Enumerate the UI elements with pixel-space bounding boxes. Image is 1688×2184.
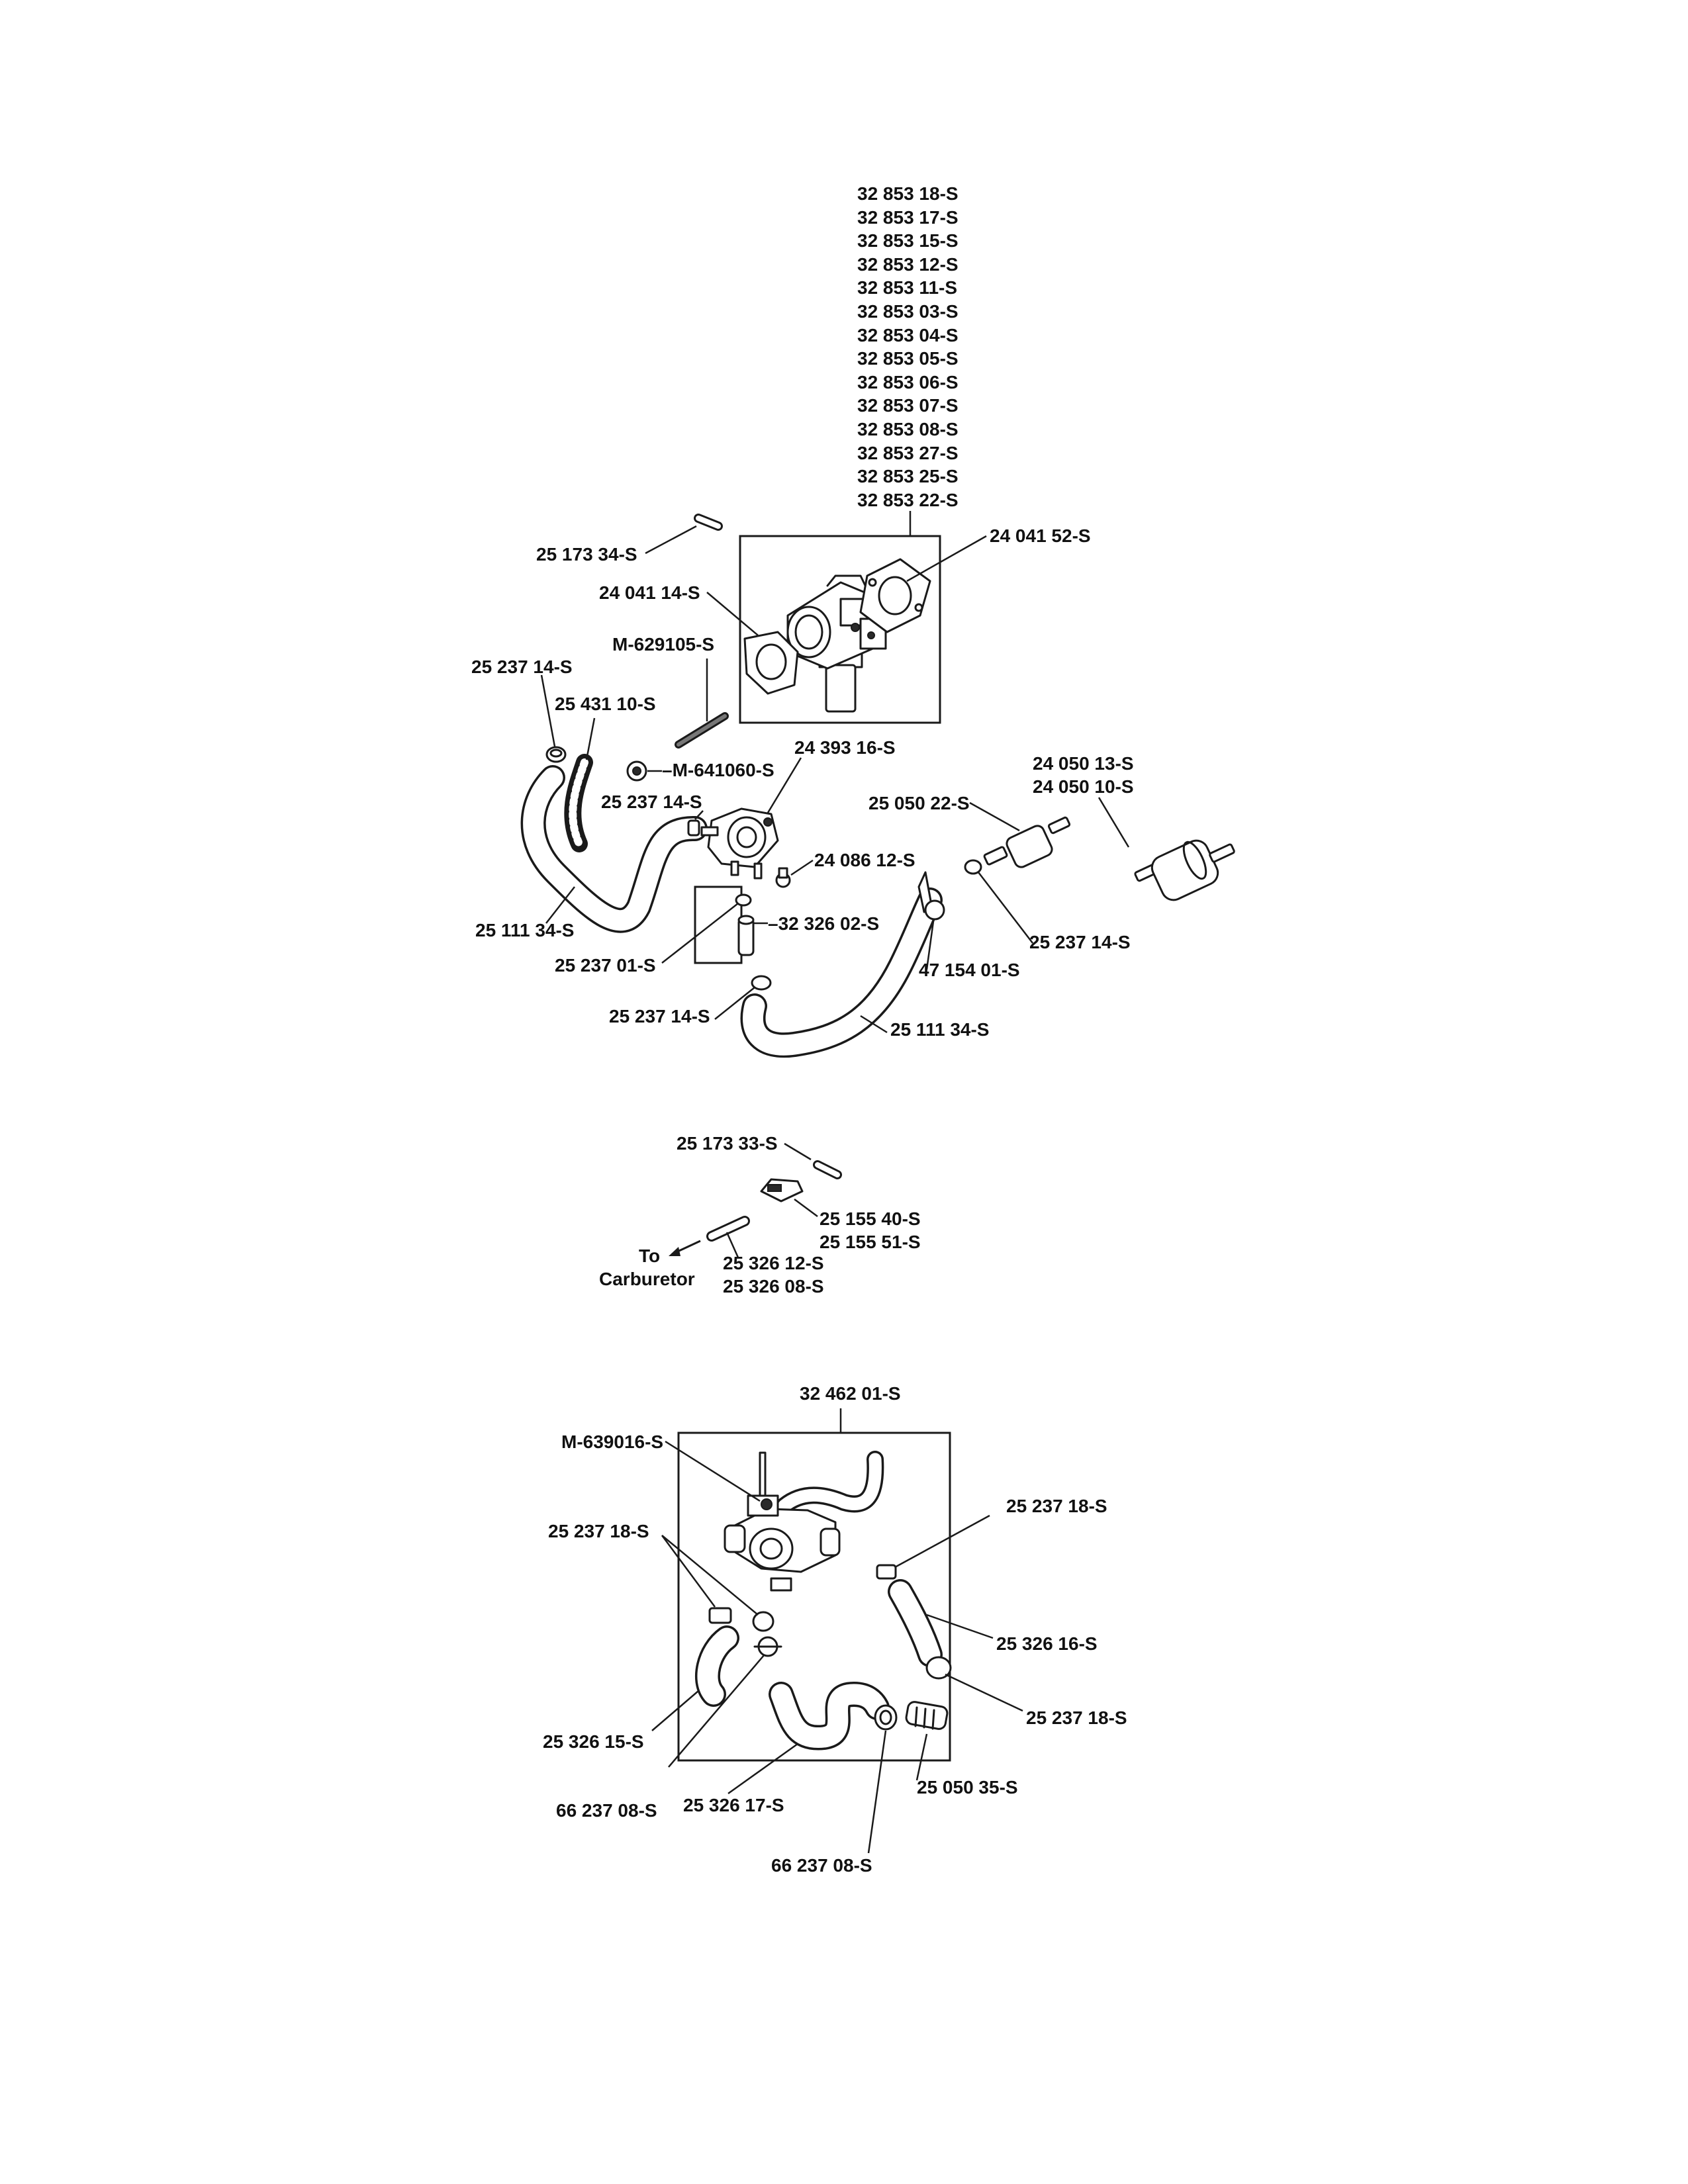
- clamp-top-left: [545, 746, 567, 763]
- carburetor-part-number: 32 853 11-S: [857, 277, 958, 298]
- clamp-small: [735, 893, 752, 907]
- carburetor-part-number: 32 853 08-S: [857, 418, 959, 439]
- clamp-pump: [687, 819, 700, 837]
- carburetor-part-list: 32 853 18-S 32 853 17-S 32 853 15-S 32 8…: [857, 182, 959, 512]
- clamp-right-bottom: [925, 1656, 952, 1680]
- carburetor-part-number: 32 853 27-S: [857, 442, 959, 463]
- label-clamp-bottom: 25 237 14-S: [609, 1006, 710, 1026]
- label-clamp-top-left: 25 237 14-S: [471, 657, 573, 677]
- label-clamp-bottom-valve: 66 237 08-S: [771, 1855, 872, 1876]
- fuel-valve-assembly: [651, 1408, 1023, 1854]
- label-filter-alt-1: 24 050 13-S: [1033, 753, 1134, 774]
- carburetor-part-number: 32 853 15-S: [857, 230, 959, 251]
- fuel-pump: [700, 807, 779, 880]
- nut: [626, 760, 647, 782]
- label-stud: M-629105-S: [612, 634, 715, 655]
- hose-middle: [769, 1682, 890, 1751]
- carburetor-part-number: 32 853 17-S: [857, 206, 959, 228]
- carburetor-part-number: 32 853 12-S: [857, 253, 959, 275]
- carburetor-part-number: 32 853 03-S: [857, 300, 959, 322]
- label-fitting: 24 086 12-S: [814, 850, 915, 870]
- spring-hose: [564, 754, 593, 852]
- label-vent-valve-2: 25 155 51-S: [820, 1232, 921, 1252]
- label-nut: –M-641060-S: [662, 760, 774, 780]
- vent-pin-2: [813, 1160, 842, 1179]
- label-vent-pin: 25 173 34-S: [536, 544, 637, 565]
- bracket: [917, 871, 945, 921]
- label-carburetor: Carburetor: [599, 1269, 695, 1289]
- label-nut-text: M-641060-S: [672, 760, 774, 780]
- label-vent-pin-2: 25 173 33-S: [677, 1133, 778, 1154]
- vent-valve: [760, 1178, 804, 1203]
- label-pulse-kit: –32 326 02-S: [768, 913, 880, 934]
- label-fuel-pump: 24 393 16-S: [794, 737, 896, 758]
- clamp-right-top: [876, 1564, 897, 1580]
- hose-right: [888, 1579, 943, 1667]
- fuel-valve: [724, 1451, 884, 1592]
- carburetor-part-number: 32 853 07-S: [857, 395, 959, 416]
- inline-filter: [983, 816, 1071, 868]
- label-gasket-left: 24 041 14-S: [599, 582, 700, 603]
- carburetor-assembly: [520, 511, 1235, 1058]
- label-vent-valve-1: 25 155 40-S: [820, 1208, 921, 1229]
- vent-hose: [706, 1216, 750, 1242]
- label-clamp-pump: 25 237 14-S: [601, 792, 702, 812]
- fuel-valve-kit-frame: [677, 1432, 951, 1762]
- vent-pin: [694, 514, 723, 531]
- label-to: To: [639, 1246, 661, 1266]
- to-carburetor-arrow: [669, 1240, 701, 1256]
- gasket-left: [743, 631, 799, 695]
- clamp-bottom-left: [753, 1636, 782, 1657]
- label-pulse-kit-text: 32 326 02-S: [778, 913, 880, 934]
- label-vent-hose-2: 25 326 08-S: [723, 1276, 824, 1297]
- pulse-hose: [737, 915, 755, 956]
- clamp-bottom-valve: [874, 1704, 898, 1731]
- fitting: [775, 867, 791, 888]
- label-filter-inline: 25 050 22-S: [868, 793, 970, 813]
- label-spring-hose: 25 431 10-S: [555, 694, 656, 714]
- label-bracket: 47 154 01-S: [919, 960, 1020, 980]
- carburetor-part-number: 32 853 06-S: [857, 371, 959, 392]
- valve-filter: [905, 1701, 949, 1730]
- carburetor-part-number: 32 853 05-S: [857, 348, 959, 369]
- hose-left: [520, 765, 708, 933]
- carburetor-part-number: 32 853 04-S: [857, 324, 959, 345]
- vent-assembly: [669, 1142, 842, 1258]
- carburetor-part-number: 32 853 25-S: [857, 466, 959, 487]
- label-hose-right: 25 326 16-S: [996, 1633, 1098, 1654]
- label-clamp-right-bottom: 25 237 18-S: [1026, 1707, 1127, 1728]
- hose-left-valve: [695, 1625, 739, 1707]
- label-valve-kit: 32 462 01-S: [800, 1383, 901, 1404]
- hose-bottom: [740, 887, 943, 1058]
- label-clip: M-639016-S: [561, 1432, 664, 1452]
- label-hose-middle: 25 326 17-S: [683, 1795, 784, 1815]
- clamp-left-b: [752, 1611, 774, 1632]
- label-vent-hose-1: 25 326 12-S: [723, 1253, 824, 1273]
- label-hose-left: 25 111 34-S: [475, 920, 575, 940]
- label-filter-alt-2: 24 050 10-S: [1033, 776, 1134, 797]
- clamp-filter: [964, 859, 982, 875]
- label-hose-left-valve: 25 326 15-S: [543, 1731, 644, 1752]
- label-gasket-right: 24 041 52-S: [990, 525, 1091, 546]
- carburetor-part-number: 32 853 22-S: [857, 489, 959, 510]
- label-clamp-right-top: 25 237 18-S: [1006, 1496, 1107, 1516]
- carburetor: [786, 574, 887, 713]
- label-hose-bottom: 25 111 34-S: [890, 1019, 990, 1040]
- label-valve-filter: 25 050 35-S: [917, 1777, 1018, 1797]
- carburetor-part-number: 32 853 18-S: [857, 183, 959, 204]
- carburetor-kit-frame: [739, 535, 941, 724]
- label-clamp-bottom-left: 66 237 08-S: [556, 1800, 657, 1821]
- label-clamp-left: 25 237 18-S: [548, 1521, 649, 1541]
- label-clamp-small: 25 237 01-S: [555, 955, 656, 976]
- clamp-bottom: [751, 975, 772, 991]
- alternate-filter: [1134, 839, 1235, 901]
- label-clamp-filter: 25 237 14-S: [1029, 932, 1131, 952]
- clamp-left-a: [708, 1607, 732, 1624]
